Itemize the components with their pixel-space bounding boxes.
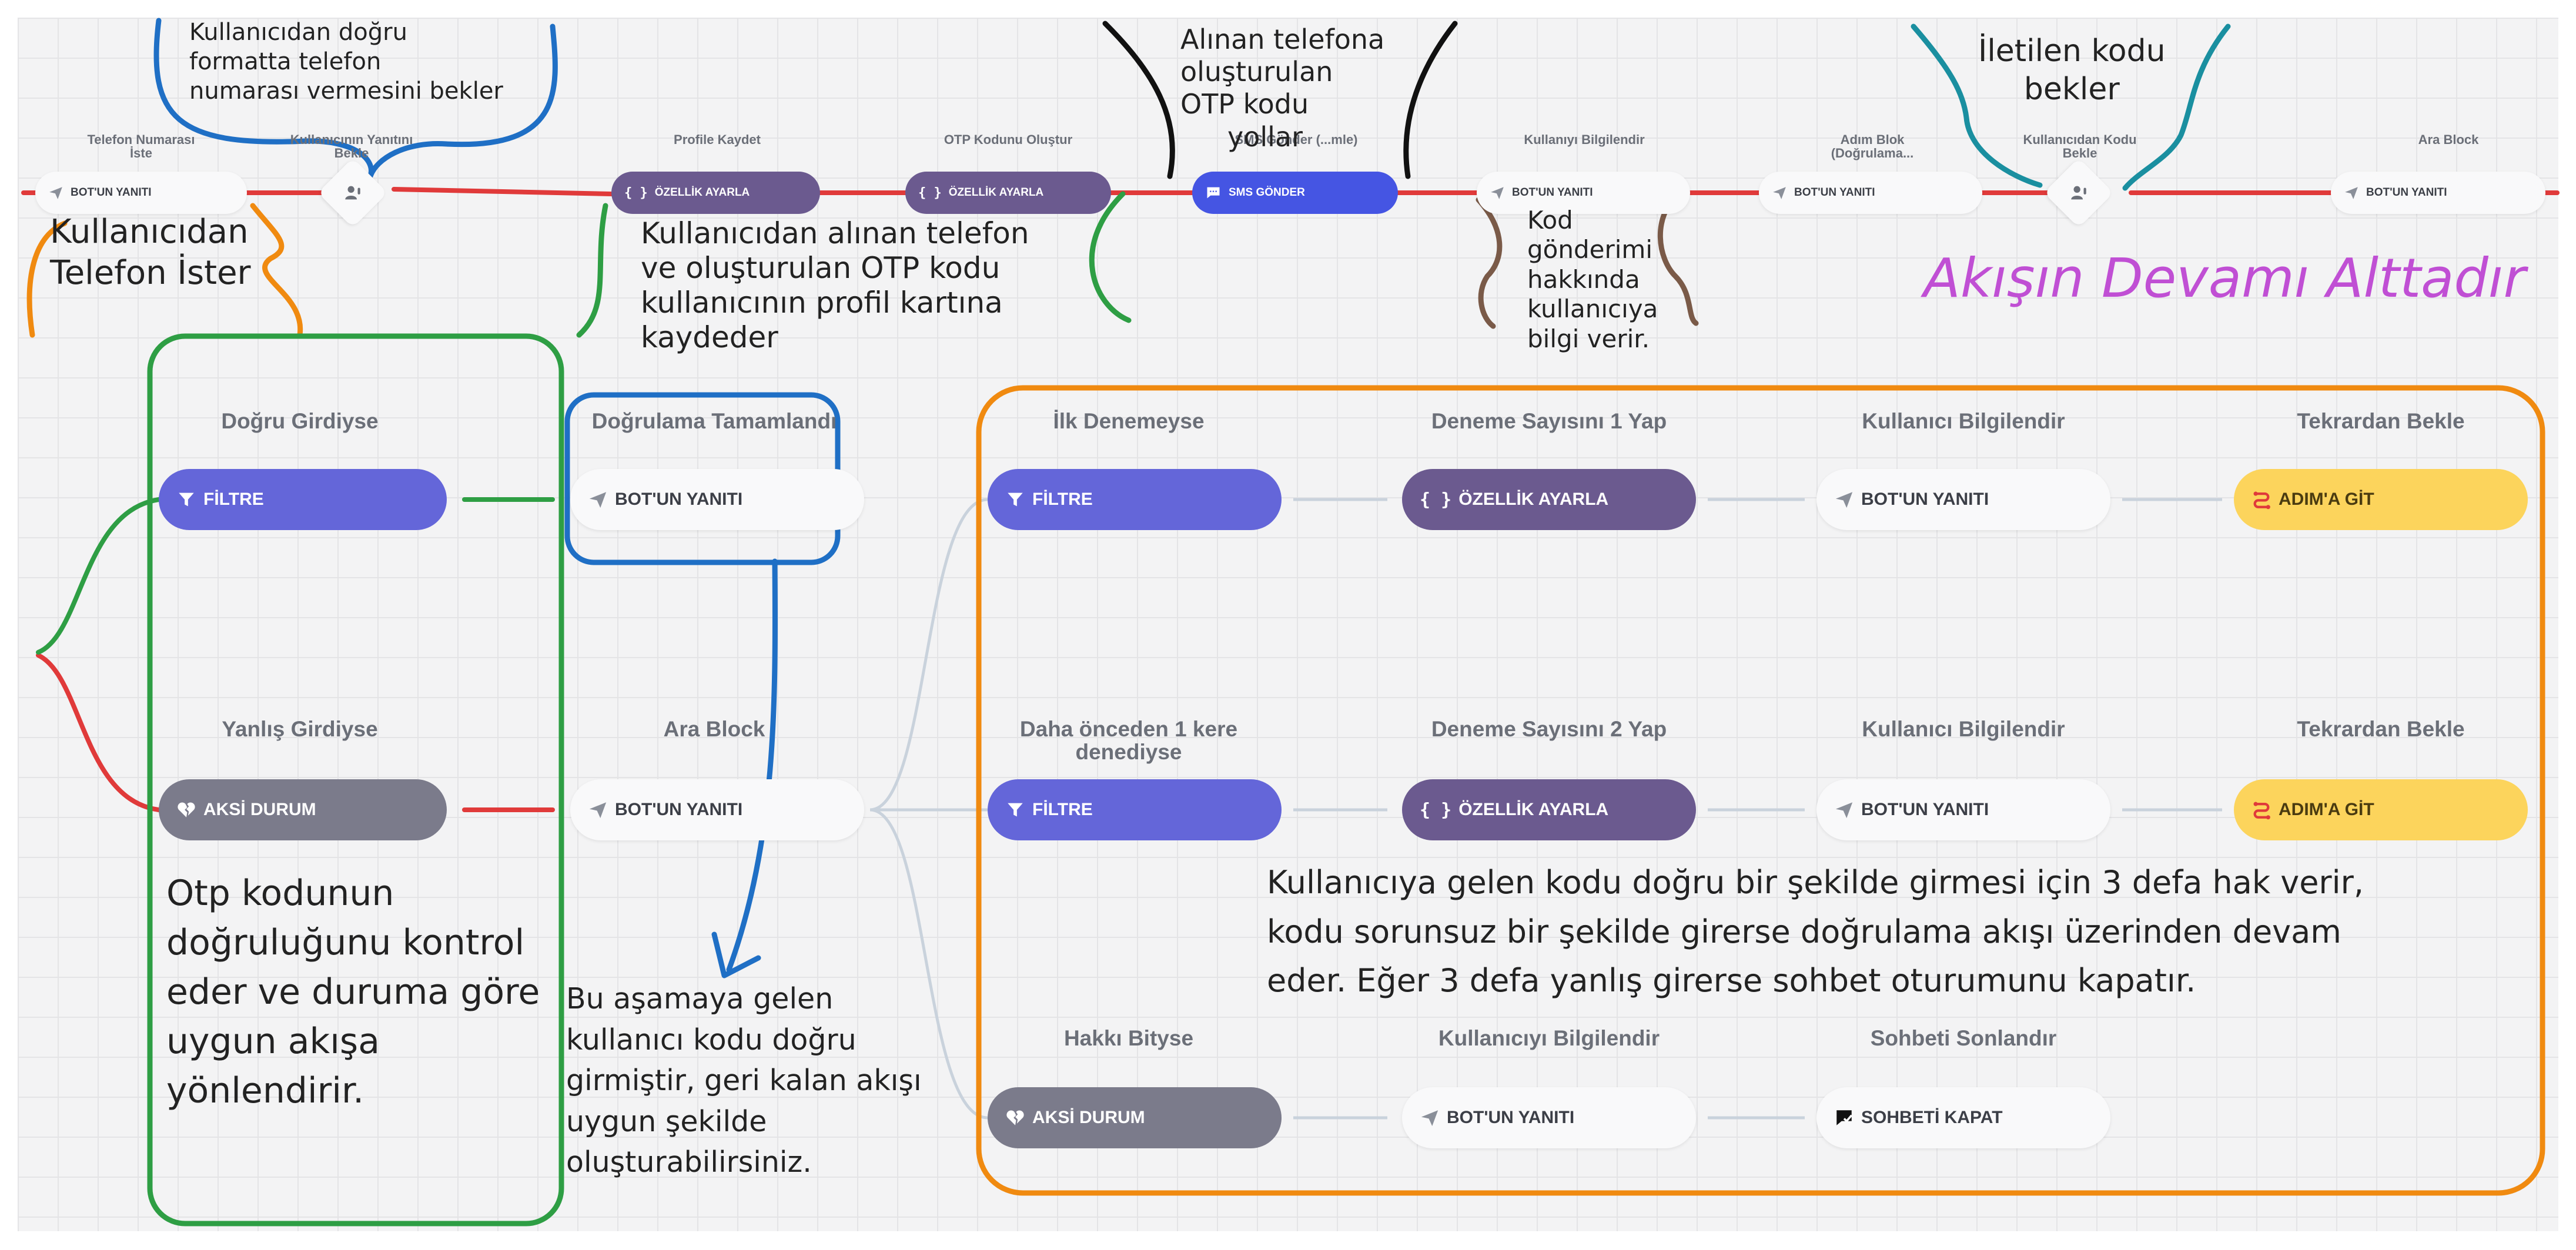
braces-icon: { } bbox=[1420, 799, 1452, 820]
braces-icon: { } bbox=[1420, 489, 1452, 510]
node-bot-reply-inform-2[interactable]: BOT'UN YANITI bbox=[1816, 779, 2110, 840]
wire-correct-branch bbox=[36, 497, 161, 655]
label-intermediate-block-top: Ara Block bbox=[2418, 132, 2479, 147]
node-set-property-profile[interactable]: { } ÖZELLİK AYARLA bbox=[611, 172, 820, 214]
wire-branch-first bbox=[869, 498, 988, 812]
annotation-saves-to-profile: Kullanıcıdan alınan telefon ve oluşturul… bbox=[641, 216, 1029, 354]
label-end-chat: Sohbeti Sonlandır bbox=[1870, 1026, 2057, 1050]
node-set-property-otp[interactable]: { } ÖZELLİK AYARLA bbox=[905, 172, 1111, 214]
node-sms-send[interactable]: SMS GÖNDER bbox=[1192, 172, 1398, 214]
wire-top-2 bbox=[392, 187, 614, 196]
send-icon bbox=[1490, 185, 1505, 200]
label-inform-user-1: Kullanıcı Bilgilendir bbox=[1862, 409, 2065, 433]
node-bot-reply-inform-1[interactable]: BOT'UN YANITI bbox=[1816, 469, 2110, 530]
label-intermediate-block: Ara Block bbox=[663, 717, 765, 741]
send-icon bbox=[1834, 800, 1854, 820]
label-wait-again-2: Tekrardan Bekle bbox=[2297, 717, 2465, 741]
node-set-property-attempt-1[interactable]: { } ÖZELLİK AYARLA bbox=[1402, 469, 1696, 530]
annotation-three-attempts: Kullanıcıya gelen kodu doğru bir şekilde… bbox=[1267, 864, 2364, 1000]
annot-box-orange bbox=[976, 385, 2545, 1196]
node-filter-correct[interactable]: FİLTRE bbox=[159, 469, 447, 530]
node-wait-user-reply[interactable] bbox=[317, 157, 388, 228]
node-close-chat[interactable]: SOHBETİ KAPAT bbox=[1816, 1087, 2110, 1148]
send-icon bbox=[48, 185, 63, 200]
node-goto-step-2[interactable]: ADIM'A GİT bbox=[2234, 779, 2528, 840]
broken-heart-icon bbox=[176, 800, 196, 820]
send-icon bbox=[1834, 490, 1854, 510]
funnel-icon bbox=[176, 490, 196, 510]
wire-wrong-branch bbox=[36, 653, 161, 812]
broken-heart-icon bbox=[1005, 1108, 1025, 1128]
label-create-otp: OTP Kodunu Oluştur bbox=[944, 132, 1073, 147]
annot-arrow-blue bbox=[726, 558, 778, 973]
route-icon bbox=[2252, 490, 2271, 510]
node-negative-out-of-rights[interactable]: AKSİ DURUM bbox=[988, 1087, 1282, 1148]
node-bot-reply-inform-3[interactable]: BOT'UN YANITI bbox=[1402, 1087, 1696, 1148]
label-correct-input: Doğru Girdiyse bbox=[221, 409, 379, 433]
label-wait-code: Kullanıcıdan Kodu Bekle bbox=[2023, 132, 2137, 161]
node-bot-reply-intermediate-top[interactable]: BOT'UN YANITI bbox=[2331, 172, 2545, 214]
send-icon bbox=[1772, 185, 1787, 200]
label-set-attempt-2: Deneme Sayısını 2 Yap bbox=[1431, 717, 1667, 741]
label-inform-user: Kullanıyı Bilgilendir bbox=[1524, 132, 1645, 147]
label-wait-again-1: Tekrardan Bekle bbox=[2297, 409, 2465, 433]
label-sms-send: SMS Gönder (...mle) bbox=[1235, 132, 1358, 147]
annotation-asks-phone: Kullanıcıdan Telefon İster bbox=[50, 213, 251, 292]
funnel-icon bbox=[1005, 800, 1025, 820]
label-inform-user-3: Kullanıcıyı Bilgilendir bbox=[1438, 1026, 1660, 1050]
node-wait-code[interactable] bbox=[2043, 157, 2114, 228]
label-wait-user-reply: Kullanıcının Yanıtını Bekle bbox=[290, 132, 413, 161]
send-icon bbox=[588, 800, 608, 820]
node-bot-reply-intermediate[interactable]: BOT'UN YANITI bbox=[570, 779, 864, 840]
flow-canvas[interactable] bbox=[18, 18, 2558, 1231]
label-first-attempt: İlk Denemeyse bbox=[1053, 409, 1205, 433]
label-step-block: Adım Blok (Doğrulama... bbox=[1831, 132, 1914, 161]
label-phone-request: Telefon Numarası İste bbox=[87, 132, 195, 161]
annot-box-green bbox=[147, 333, 564, 1226]
label-verification-done: Doğrulama Tamamlandı bbox=[591, 409, 837, 433]
chat-close-icon bbox=[1834, 1108, 1854, 1128]
annotation-continues-below: Akışın Devamı Alttadır bbox=[1923, 247, 2526, 310]
label-save-profile: Profile Kaydet bbox=[674, 132, 761, 147]
braces-icon: { } bbox=[624, 185, 648, 200]
node-bot-reply-done[interactable]: BOT'UN YANITI bbox=[570, 469, 864, 530]
node-negative-wrong[interactable]: AKSİ DURUM bbox=[159, 779, 447, 840]
annot-brace-orange-top bbox=[250, 203, 303, 338]
chat-icon bbox=[1205, 185, 1222, 201]
annotation-informs-code-sent: Kod gönderimi hakkında kullanıcıya bilgi… bbox=[1527, 206, 1658, 353]
annotation-user-phone-format: Kullanıcıdan doğru formatta telefon numa… bbox=[189, 19, 503, 105]
node-bot-reply-inform[interactable]: BOT'UN YANITI bbox=[1477, 172, 1690, 214]
route-icon bbox=[2252, 800, 2271, 820]
node-set-property-attempt-2[interactable]: { } ÖZELLİK AYARLA bbox=[1402, 779, 1696, 840]
send-icon bbox=[1420, 1108, 1440, 1128]
label-out-of-rights: Hakkı Bityse bbox=[1063, 1026, 1194, 1050]
label-set-attempt-1: Deneme Sayısını 1 Yap bbox=[1431, 409, 1667, 433]
node-filter-tried-once[interactable]: FİLTRE bbox=[988, 779, 1282, 840]
person-wait-icon bbox=[328, 168, 377, 217]
node-goto-step-1[interactable]: ADIM'A GİT bbox=[2234, 469, 2528, 530]
send-icon bbox=[2344, 185, 2359, 200]
node-bot-reply-step-block[interactable]: BOT'UN YANITI bbox=[1759, 172, 1982, 214]
node-filter-first[interactable]: FİLTRE bbox=[988, 469, 1282, 530]
person-wait-icon bbox=[2054, 168, 2103, 217]
label-wrong-input: Yanlış Girdiyse bbox=[222, 717, 378, 741]
annotation-correct-code-stage: Bu aşamaya gelen kullanıcı kodu doğru gi… bbox=[566, 982, 922, 1179]
funnel-icon bbox=[1005, 490, 1025, 510]
label-tried-once: Daha önceden 1 kere denediyse bbox=[1019, 717, 1238, 764]
label-inform-user-2: Kullanıcı Bilgilendir bbox=[1862, 717, 2065, 741]
annotation-waits-code: İletilen kodu bekler bbox=[1978, 33, 2166, 107]
node-bot-reply-phone[interactable]: BOT'UN YANITI bbox=[35, 172, 247, 214]
annotation-sends-otp: Alınan telefona oluşturulan OTP kodu yol… bbox=[1180, 24, 1385, 153]
send-icon bbox=[588, 490, 608, 510]
braces-icon: { } bbox=[918, 185, 942, 200]
wire-branch-out bbox=[869, 808, 988, 1120]
annotation-otp-check: Otp kodunun doğruluğunu kontrol eder ve … bbox=[166, 873, 540, 1111]
